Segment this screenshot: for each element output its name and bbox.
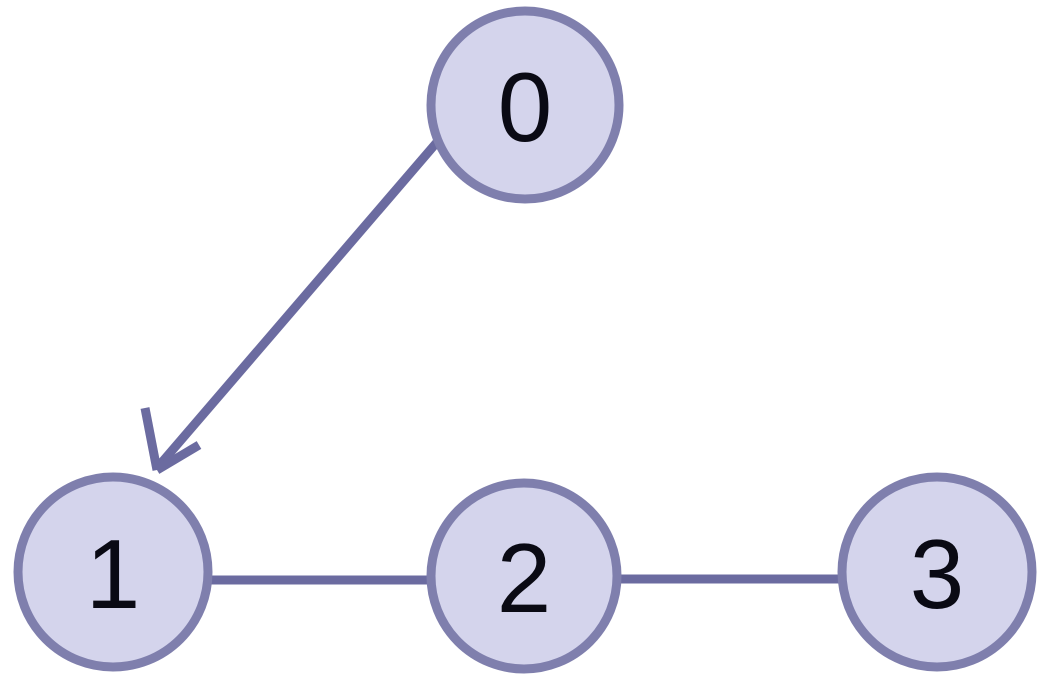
node-circle-1[interactable] — [13, 472, 213, 672]
arrowheads-layer — [140, 407, 202, 474]
node-label-1: 1 — [86, 519, 141, 629]
edges-layer — [153, 131, 843, 585]
graph-node-1[interactable]: 1 — [13, 472, 213, 672]
arrow-barb-upper — [140, 407, 162, 471]
node-label-0: 0 — [498, 52, 553, 162]
graph-node-0[interactable]: 0 — [426, 6, 624, 204]
graph-node-3[interactable]: 3 — [837, 472, 1037, 672]
node-circle-0[interactable] — [426, 6, 624, 204]
node-circle-3[interactable] — [837, 472, 1037, 672]
arrow-barb-lower — [154, 441, 202, 474]
edge-0-to-1 — [153, 131, 448, 471]
nodes-layer: 0 1 2 3 — [13, 6, 1037, 674]
node-label-3: 3 — [910, 519, 965, 629]
node-circle-2[interactable] — [426, 478, 622, 674]
node-label-2: 2 — [497, 523, 552, 633]
arrowhead-icon — [140, 407, 202, 474]
graph-node-2[interactable]: 2 — [426, 478, 622, 674]
